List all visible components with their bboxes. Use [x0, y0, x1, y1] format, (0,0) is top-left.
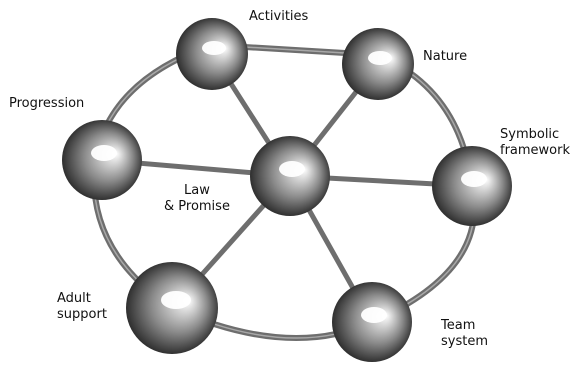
label-law-promise: Law & Promise	[164, 183, 230, 214]
label-nature: Nature	[423, 49, 468, 64]
label-team-system: Team system	[441, 318, 488, 349]
sphere-activities	[176, 18, 248, 90]
sphere-adult-support	[126, 262, 218, 354]
label-adult-support: Adult support	[57, 291, 107, 322]
spheres	[62, 18, 512, 362]
label-progression: Progression	[9, 96, 85, 111]
label-activities: Activities	[249, 9, 309, 24]
label-symbolic-framework: Symbolic framework	[500, 127, 571, 158]
sphere-team-system	[332, 282, 412, 362]
sphere-law-promise	[250, 136, 330, 216]
sphere-progression	[62, 120, 142, 200]
sphere-nature	[342, 28, 414, 100]
sphere-symbolic-framework	[432, 146, 512, 226]
